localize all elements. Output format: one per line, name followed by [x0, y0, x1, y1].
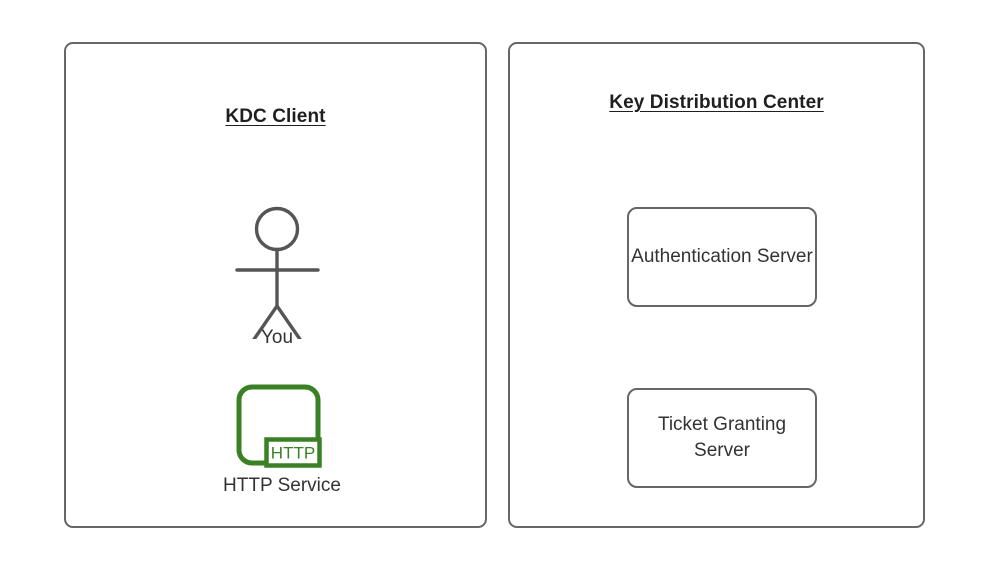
- panel-kdc-client-title: KDC Client: [225, 106, 326, 127]
- ticket-granting-server-box[interactable]: Ticket Granting Server: [627, 388, 817, 488]
- http-service-label: HTTP Service: [223, 475, 341, 496]
- authentication-server-label: Authentication Server: [631, 246, 813, 267]
- panel-key-distribution-center[interactable]: Key Distribution Center Authentication S…: [508, 42, 925, 528]
- stick-figure-icon: [215, 159, 335, 339]
- panel-kdc-title: Key Distribution Center: [609, 92, 824, 113]
- panel-kdc-client[interactable]: KDC Client You: [64, 42, 487, 528]
- http-service-icon: HTTP: [236, 384, 326, 469]
- stick-figure-label: You: [260, 327, 294, 348]
- authentication-server-box[interactable]: Authentication Server: [627, 207, 817, 307]
- http-badge-text: HTTP: [271, 444, 315, 463]
- ticket-granting-server-label: Ticket Granting Server: [657, 414, 787, 461]
